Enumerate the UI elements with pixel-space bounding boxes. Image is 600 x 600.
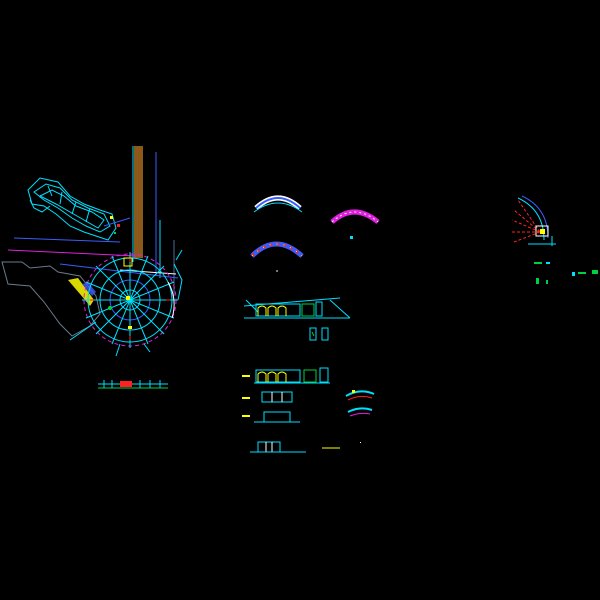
arc-detail-a: [346, 390, 374, 400]
detail-columns: [310, 328, 328, 340]
site-lines: [8, 218, 178, 278]
plaza-ticks: [90, 258, 170, 340]
elevation-fifth: [250, 442, 361, 452]
fan-detail-notes: [534, 262, 598, 284]
arc-plan-magenta: [332, 212, 378, 239]
plaza-center-markers: [108, 258, 132, 329]
arc-detail-b: [348, 408, 372, 416]
elevation-third: [242, 392, 292, 402]
arc-plan-top: [254, 198, 302, 212]
building-footprint: [28, 178, 116, 240]
highlight-area: [68, 278, 94, 306]
plaza-spokes: [70, 250, 182, 356]
site-plan: [2, 146, 182, 356]
terrain-outline: [2, 262, 100, 336]
elevation-fourth: [242, 412, 300, 422]
elevation-main: [244, 298, 350, 318]
footprint-markers: [110, 216, 120, 234]
section-strip: [98, 380, 168, 388]
fan-detail: [512, 196, 556, 246]
elevation-second: [242, 368, 330, 383]
arc-plan-colored: [252, 244, 302, 272]
